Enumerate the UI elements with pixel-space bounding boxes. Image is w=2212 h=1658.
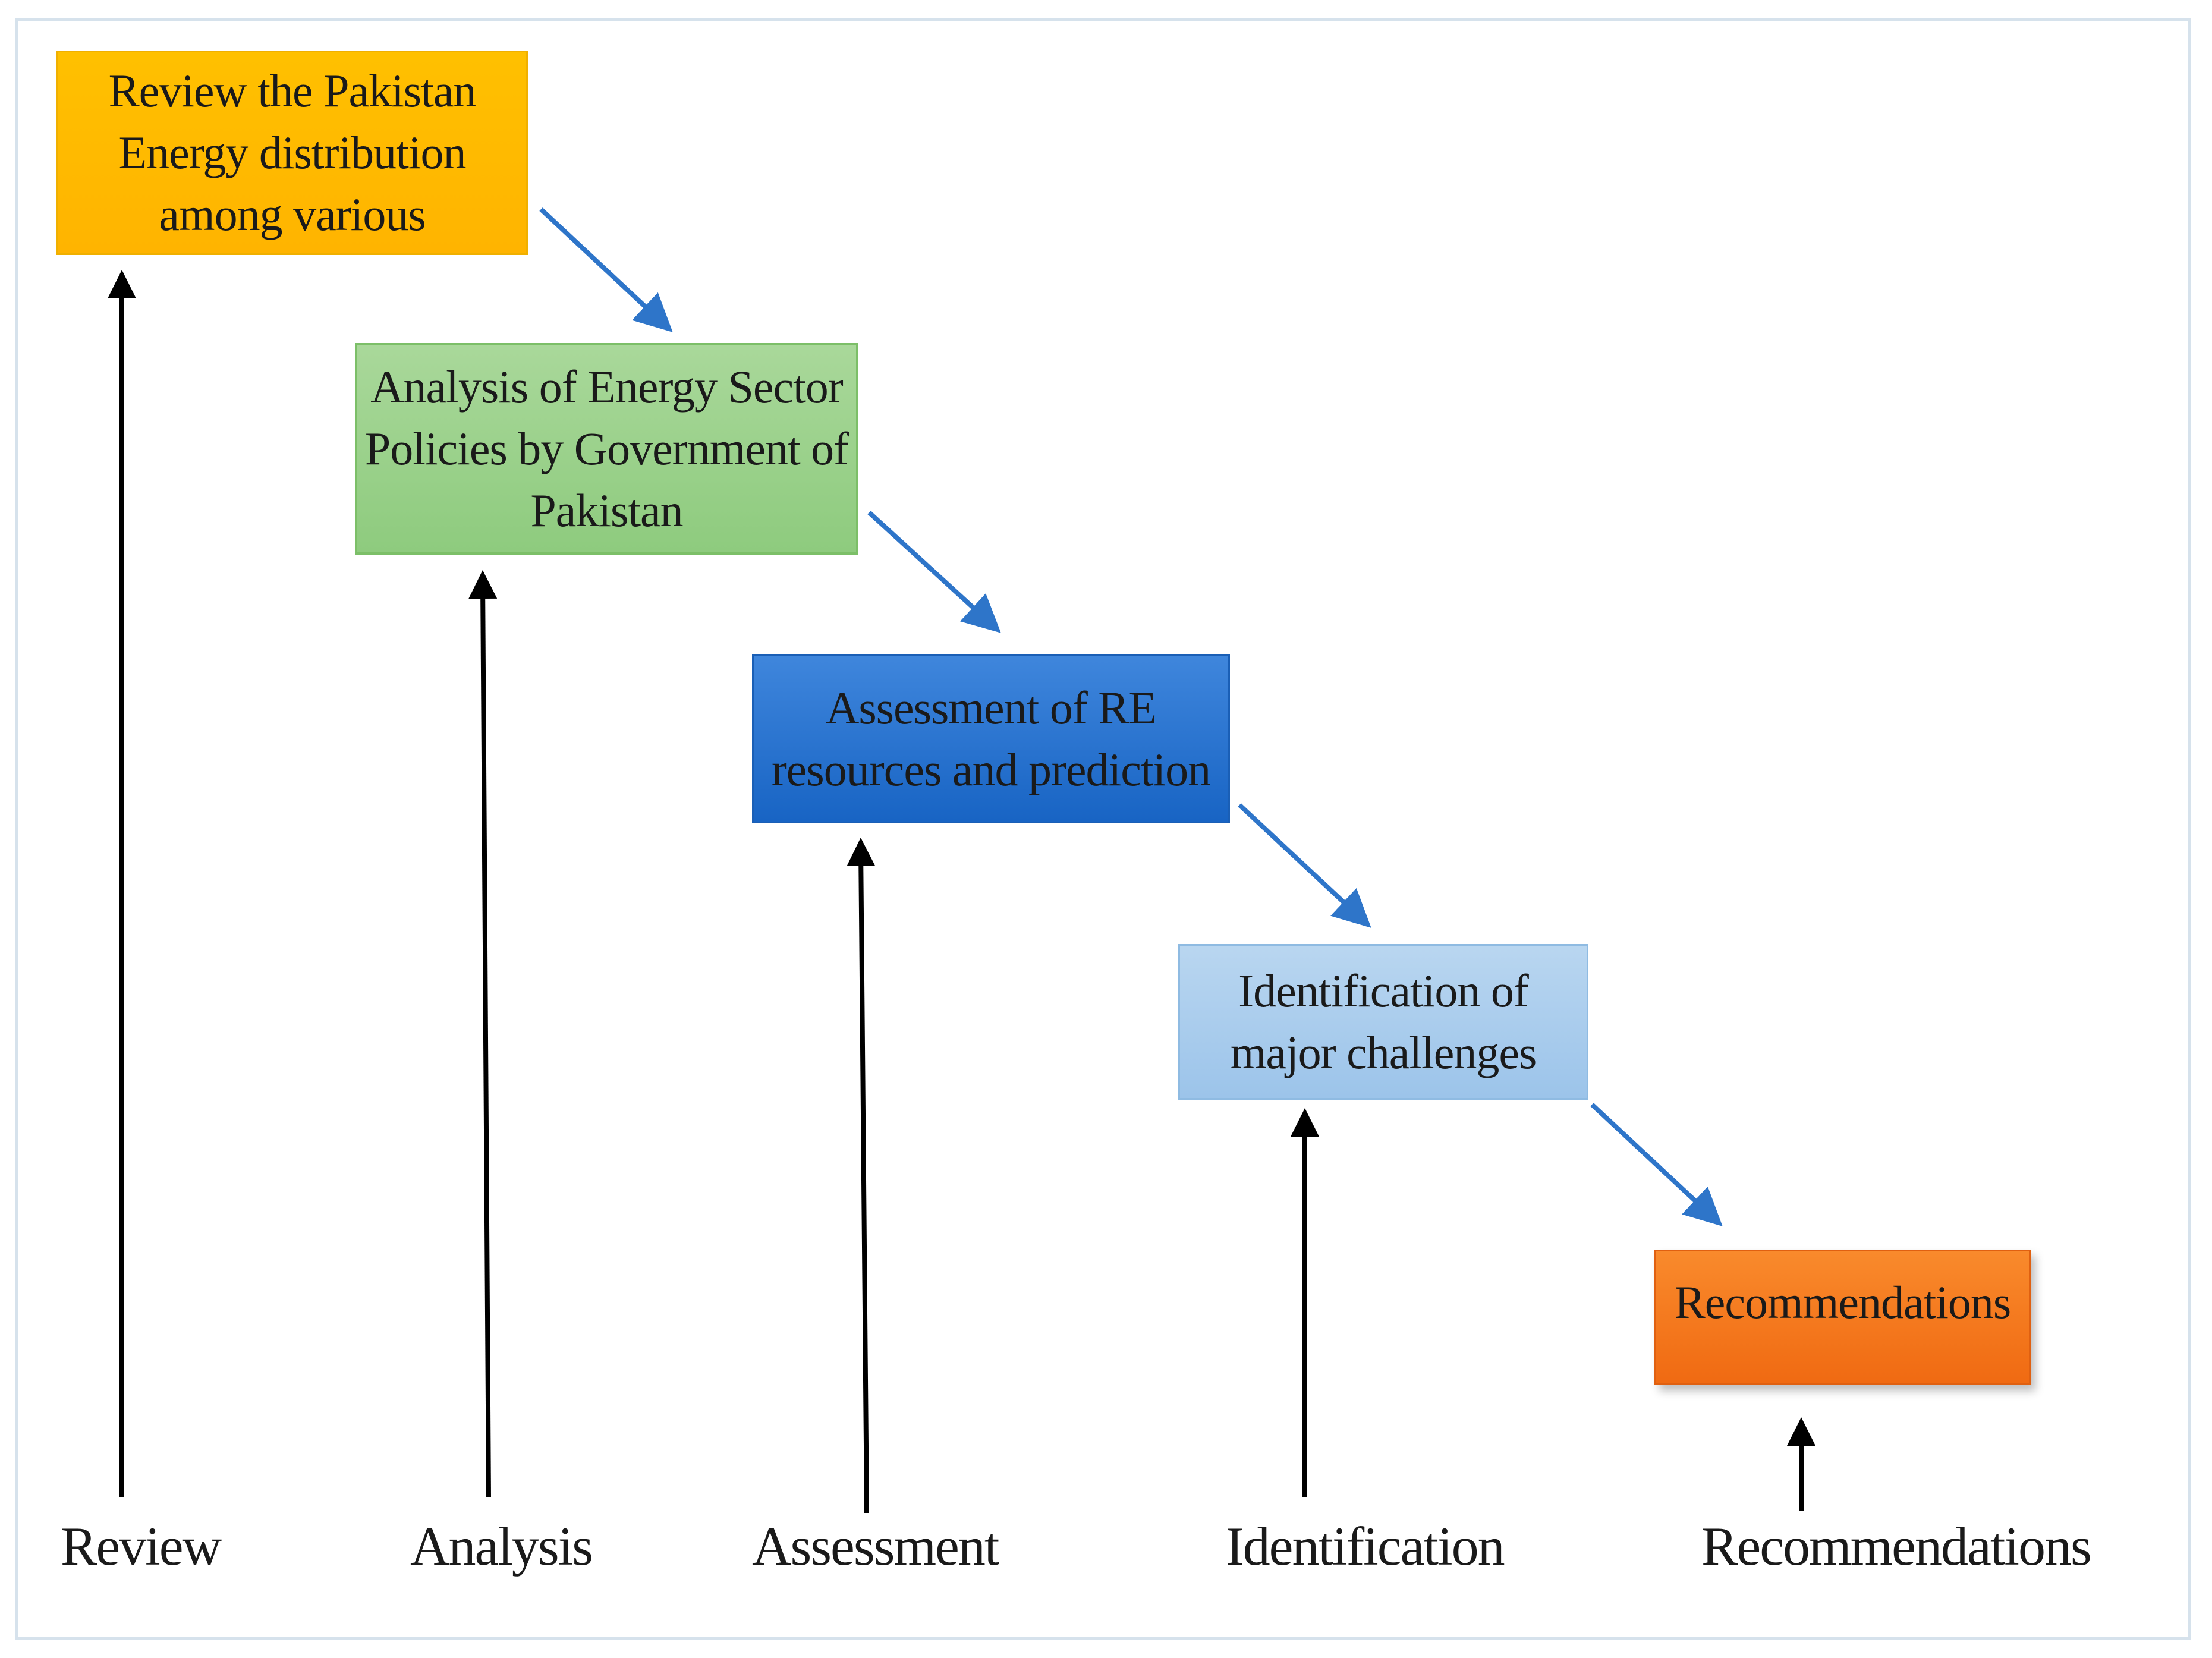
step-box-analysis: Analysis of Energy Sector Policies by Go… [355, 343, 858, 555]
phase-label-analysis: Analysis [410, 1516, 593, 1577]
step-box-identification: Identification of major challenges [1178, 944, 1588, 1100]
step-text-analysis: Analysis of Energy Sector Policies by Go… [364, 361, 849, 536]
step-text-recommendations: Recommendations [1674, 1276, 2012, 1328]
step-box-review: Review the Pakistan Energy distribution … [56, 51, 528, 255]
step-text-assessment: Assessment of RE resources and predictio… [771, 681, 1211, 795]
phase-label-recommendations: Recommendations [1701, 1516, 2092, 1577]
flow-arrow-identification-to-recommendations [1590, 1103, 1723, 1226]
flow-arrow-assessment-to-identification [1238, 803, 1371, 928]
step-text-identification: Identification of major challenges [1230, 965, 1537, 1078]
step-box-recommendations: Recommendations [1654, 1250, 2031, 1385]
phase-label-identification: Identification [1226, 1516, 1505, 1577]
phase-label-review: Review [61, 1516, 222, 1577]
step-text-review: Review the Pakistan Energy distribution … [108, 65, 477, 240]
phase-arrow-analysis [468, 570, 498, 1497]
phase-arrow-assessment [847, 838, 876, 1514]
phase-label-assessment: Assessment [752, 1516, 999, 1577]
diagram-frame [15, 18, 2191, 1640]
step-box-assessment: Assessment of RE resources and predictio… [752, 654, 1230, 823]
flow-arrow-analysis-to-assessment [867, 511, 1001, 633]
flow-arrow-review-to-analysis [539, 207, 673, 332]
